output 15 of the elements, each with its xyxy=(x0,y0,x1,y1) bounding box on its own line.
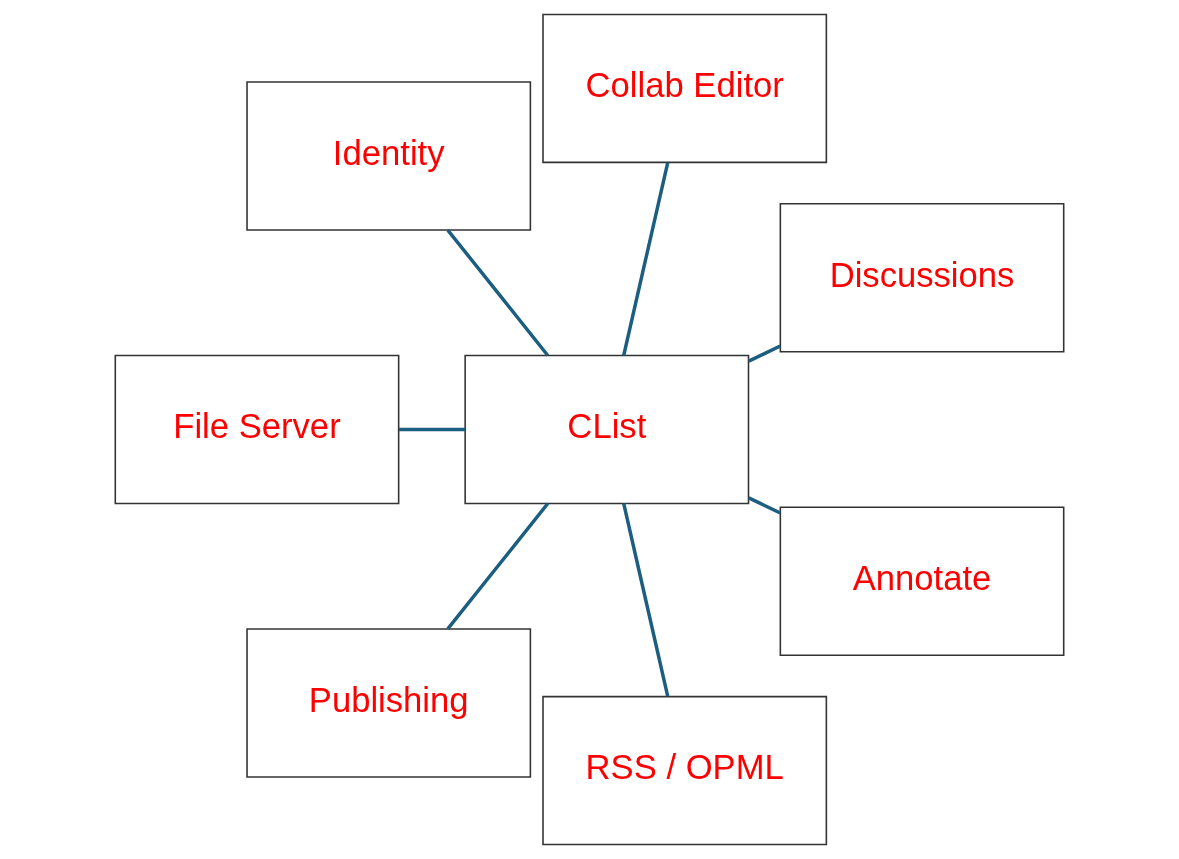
node-box: RSS / OPML xyxy=(542,695,828,846)
node-box: Collab Editor xyxy=(542,13,828,164)
node-box: CList xyxy=(464,354,750,505)
connector xyxy=(622,503,670,697)
node-box: Identity xyxy=(246,81,532,231)
node-box: Annotate xyxy=(779,506,1065,657)
connector xyxy=(398,427,466,432)
node-box: Publishing xyxy=(246,628,532,778)
connector xyxy=(622,162,670,356)
connector xyxy=(748,344,781,363)
connector xyxy=(446,228,550,357)
connector xyxy=(748,496,781,515)
node-box: Discussions xyxy=(779,202,1065,353)
node-box: File Server xyxy=(114,354,400,505)
connector xyxy=(446,502,550,631)
